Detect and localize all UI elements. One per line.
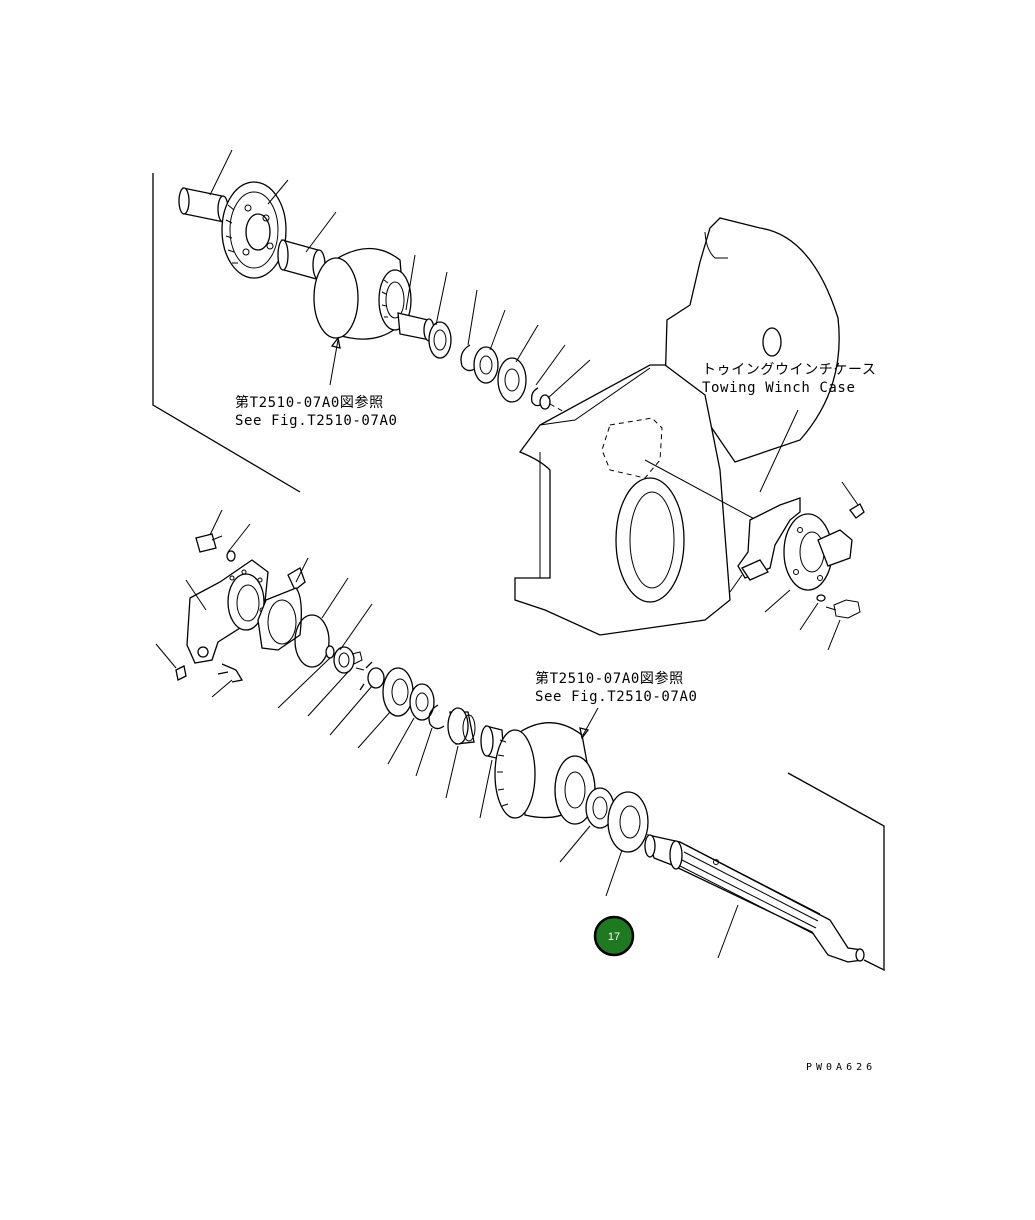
callout-badge-number: 17	[608, 931, 620, 943]
winch-case	[514, 217, 840, 636]
frame-lines	[152, 173, 885, 972]
upper-leader-lines	[209, 149, 591, 399]
upper-ref-jp: 第T2510-07A0図参照	[235, 394, 384, 411]
lower-ref-en: See Fig.T2510-07A0	[535, 689, 698, 705]
right-cover-parts	[729, 481, 865, 651]
lower-clutch-drum	[494, 722, 596, 825]
lower-see-fig-reference: 第T2510-07A0図参照 See Fig.T2510-07A0	[535, 670, 698, 740]
upper-see-fig-reference: 第T2510-07A0図参照 See Fig.T2510-07A0	[235, 394, 398, 429]
lower-ref-jp: 第T2510-07A0図参照	[535, 670, 684, 687]
lower-right-shaft-parts	[559, 787, 865, 963]
winch-case-label-en: Towing Winch Case	[702, 380, 856, 396]
upper-ref-en: See Fig.T2510-07A0	[235, 413, 398, 429]
callout-badge[interactable]: 17	[593, 915, 635, 957]
drawing-code: PW0A626	[806, 1062, 876, 1073]
lower-left-parts	[155, 509, 505, 819]
winch-case-label: トゥイングウインチケース Towing Winch Case	[702, 362, 877, 493]
upper-shaft-assembly	[178, 181, 601, 433]
winch-case-label-jp: トゥイングウインチケース	[702, 362, 877, 378]
